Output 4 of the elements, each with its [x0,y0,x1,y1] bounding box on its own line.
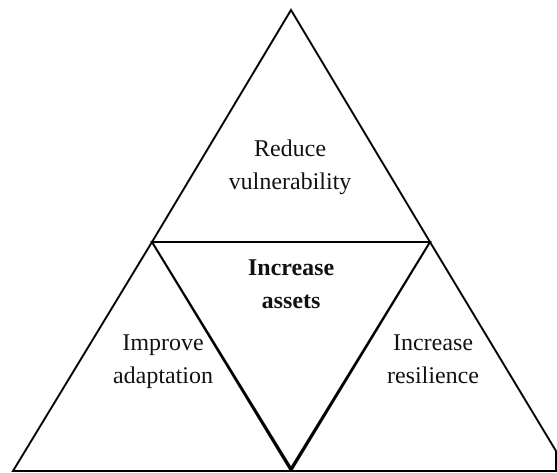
triangle-label: Increase assets [246,254,336,316]
triangle-label: Reduce vulnerability [228,135,352,197]
triangle-label: Improve adaptation [112,329,214,391]
triangle-label: Increase resilience [386,329,480,391]
